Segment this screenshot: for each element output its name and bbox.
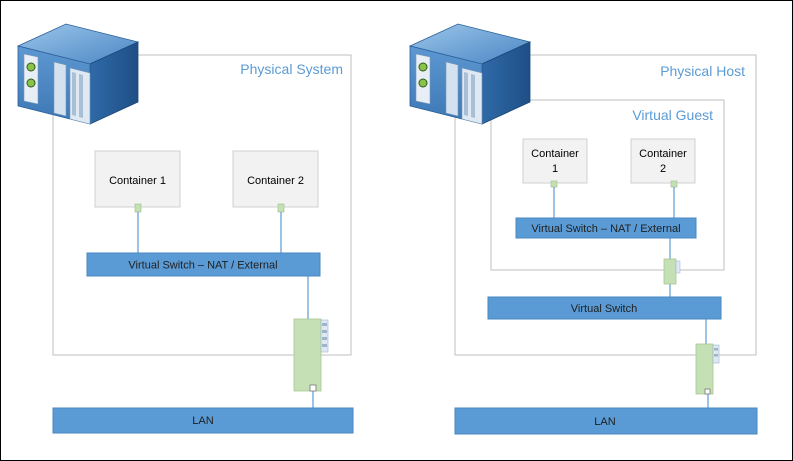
guest-container-2-port xyxy=(670,180,678,188)
physical-nic-icon xyxy=(695,343,720,395)
left-diagram: Physical System Container 1 Container 2 xyxy=(16,23,354,434)
host-virtual-switch-label: Virtual Switch xyxy=(571,303,637,315)
physical-host-frame xyxy=(454,54,757,356)
guest-container-1-port xyxy=(550,180,558,188)
server-icon xyxy=(408,23,532,125)
physical-system-frame xyxy=(52,54,352,356)
guest-container-2-label-line2: 2 xyxy=(660,163,666,175)
guest-container-1-label-line1: Container xyxy=(531,148,579,160)
physical-system-label: Physical System xyxy=(240,61,343,77)
server-icon xyxy=(16,23,140,125)
virtual-switch-nat-external xyxy=(86,252,321,277)
guest-virtual-switch-label: Virtual Switch – NAT / External xyxy=(531,223,680,235)
container-1-label: Container 1 xyxy=(109,175,166,187)
virtual-guest-label: Virtual Guest xyxy=(632,107,713,123)
guest-container-1-box xyxy=(522,138,588,184)
right-diagram: Physical Host Virtual Guest Container 1 … xyxy=(408,23,758,435)
virtual-guest-frame xyxy=(490,99,725,271)
lan-bar-right xyxy=(454,407,758,435)
lan-bar xyxy=(52,407,354,434)
guest-container-2-box xyxy=(630,138,696,184)
container-1-box xyxy=(94,150,181,208)
physical-nic-icon xyxy=(293,318,329,392)
guest-vnic-icon xyxy=(663,258,681,285)
lan-label-right: LAN xyxy=(594,416,615,428)
guest-container-2-label-line1: Container xyxy=(639,148,687,160)
container-2-port xyxy=(277,203,285,213)
virtual-switch-nat-external-label: Virtual Switch – NAT / External xyxy=(128,260,277,272)
physical-host-label: Physical Host xyxy=(660,63,745,79)
lan-label: LAN xyxy=(192,415,213,427)
host-virtual-switch xyxy=(487,296,722,320)
container-1-port xyxy=(134,203,142,213)
container-2-box xyxy=(232,150,319,208)
guest-virtual-switch-nat-external xyxy=(515,217,697,239)
container-2-label: Container 2 xyxy=(247,175,304,187)
guest-container-1-label-line2: 1 xyxy=(552,163,558,175)
